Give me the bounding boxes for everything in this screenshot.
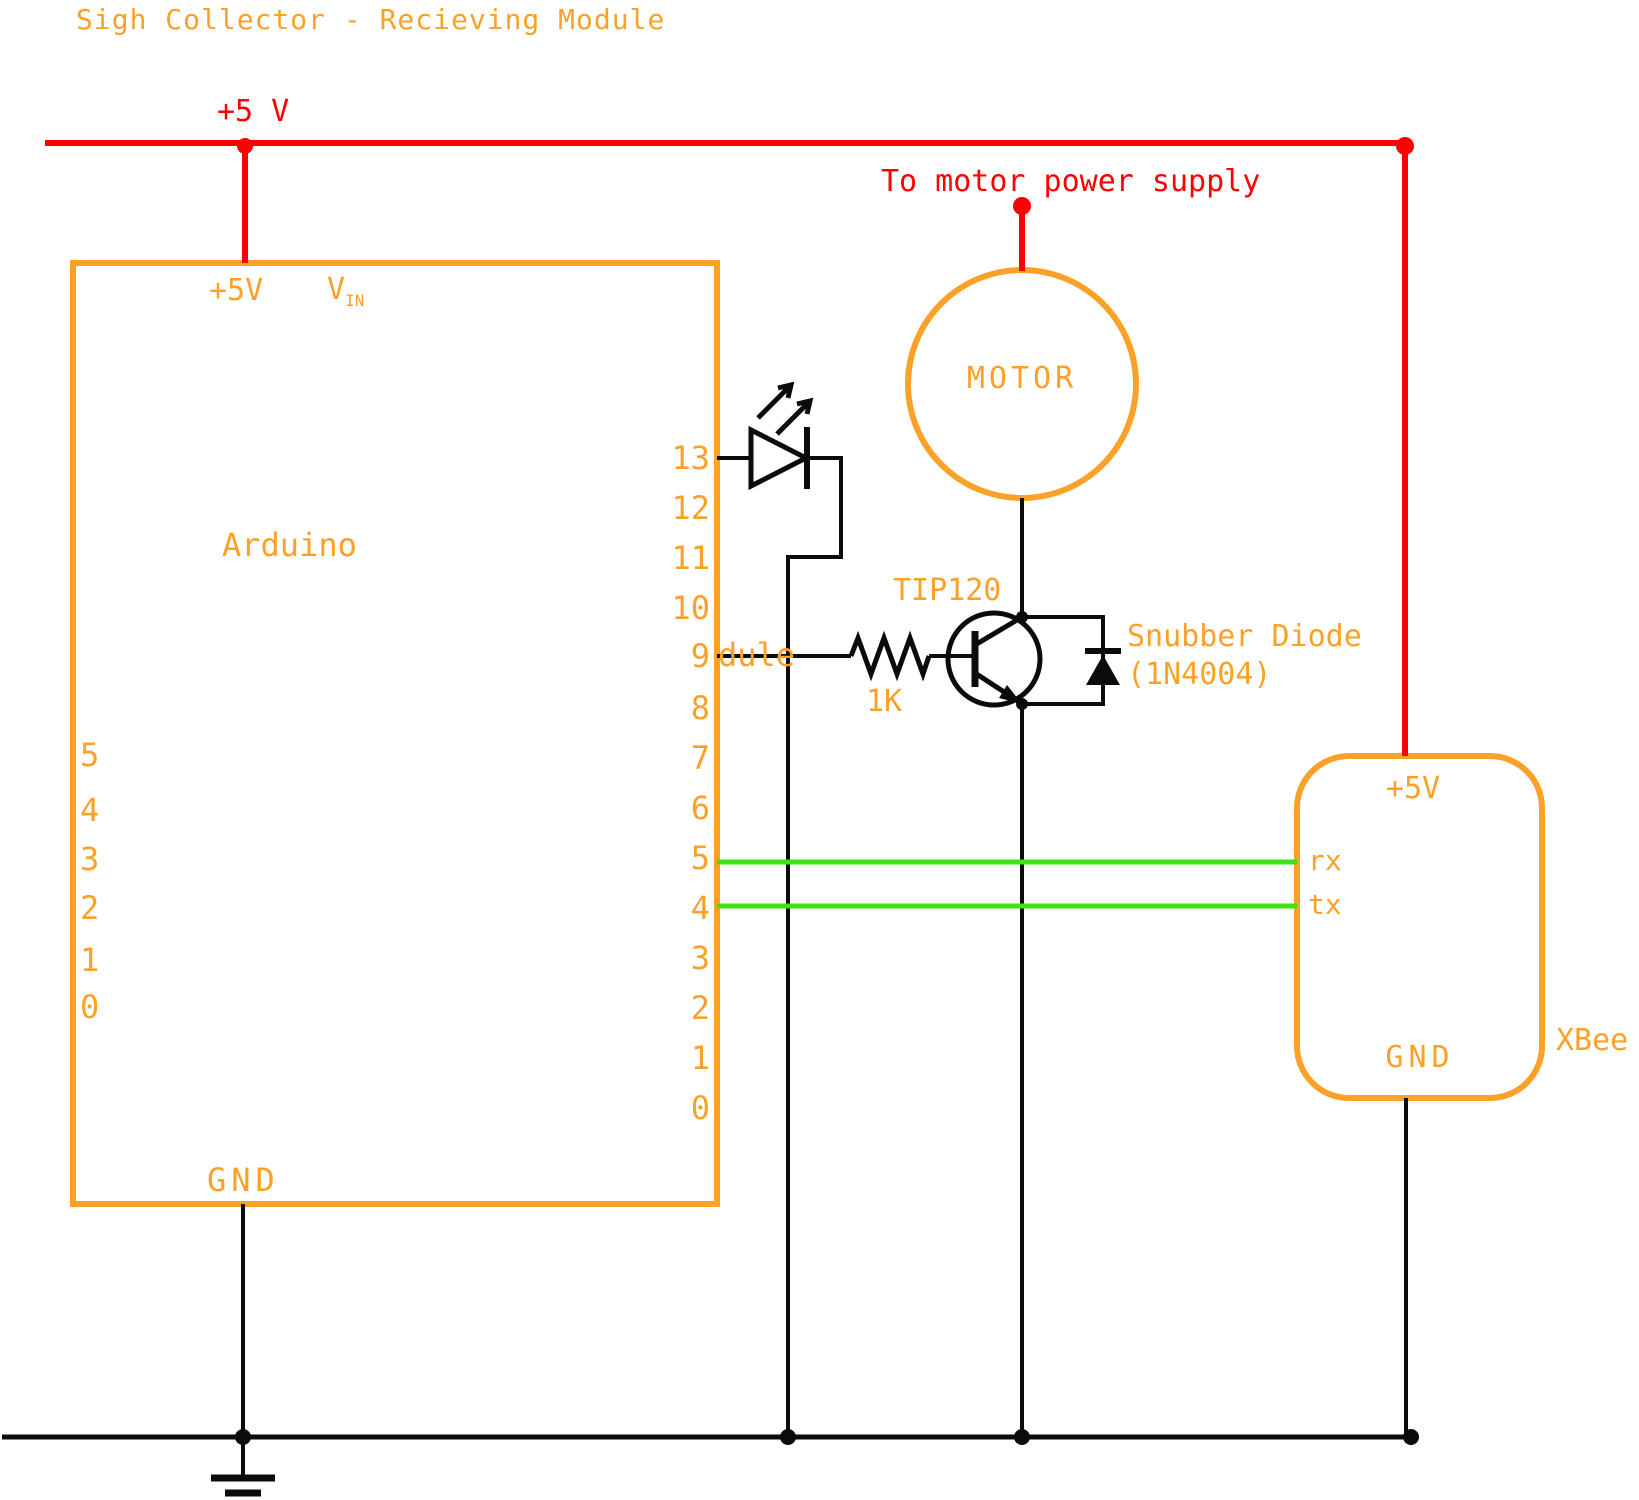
arduino-digital-pin-13: 13 [671, 439, 710, 477]
snubber-diode-label: Snubber Diode [1127, 619, 1362, 654]
resistor-symbol [848, 630, 932, 682]
power-dots [237, 137, 1414, 215]
arduino-digital-pin-3: 3 [690, 939, 710, 977]
xbee-rx-pin-label: rx [1308, 844, 1342, 877]
motor-supply-label: To motor power supply [881, 164, 1261, 199]
arduino-gnd-pin-label: GND [207, 1161, 280, 1199]
arduino-analog-pin-0: 0 [80, 988, 100, 1026]
arduino-digital-pin-1: 1 [690, 1039, 710, 1077]
arduino-digital-pin-11: 11 [671, 539, 710, 577]
arduino-analog-pin-3: 3 [80, 840, 100, 878]
junction-dots [235, 611, 1419, 1445]
stray-text-dule: dule [718, 636, 796, 674]
arduino-name-label: Arduino [222, 526, 357, 564]
arduino-analog-pin-5: 5 [80, 736, 100, 774]
arduino-digital-pin-9: 9 [690, 637, 710, 675]
arduino-analog-pin-1: 1 [80, 941, 100, 979]
arduino-digital-pin-4: 4 [690, 889, 710, 927]
black-wires [241, 456, 1408, 1477]
arduino-vin-base: V [327, 272, 346, 307]
arduino-digital-pin-6: 6 [690, 789, 710, 827]
arduino-analog-pin-2: 2 [80, 889, 100, 927]
xbee-5v-pin-label: +5V [1385, 771, 1441, 806]
arduino-digital-pin-2: 2 [690, 989, 710, 1027]
xbee-name-label: XBee [1556, 1023, 1629, 1058]
arduino-digital-pin-0: 0 [690, 1089, 710, 1127]
power-wires [45, 140, 1408, 756]
xbee-gnd-pin-label: GND [1385, 1040, 1455, 1075]
arduino-vin-subscript: IN [345, 291, 365, 310]
arduino-5v-pin-label: +5V [209, 273, 264, 308]
serial-wires [717, 859, 1297, 909]
arduino-digital-pin-7: 7 [690, 739, 710, 777]
led-symbol [748, 381, 814, 491]
arduino-digital-pin-12: 12 [671, 489, 710, 527]
arduino-digital-pin-10: 10 [671, 589, 710, 627]
transistor-symbol [945, 610, 1043, 708]
ground-symbol [211, 1474, 275, 1497]
xbee-tx-pin-label: tx [1308, 888, 1342, 921]
xbee-outline [1294, 753, 1545, 1101]
diagram-title: Sigh Collector - Recieving Module [76, 3, 666, 36]
snubber-diode-symbol [1085, 648, 1121, 685]
arduino-analog-pin-4: 4 [80, 791, 100, 829]
transistor-label: TIP120 [893, 573, 1002, 608]
resistor-value-label: 1K [866, 684, 903, 719]
power-rail-label: +5 V [217, 94, 290, 129]
arduino-digital-pin-5: 5 [690, 839, 710, 877]
snubber-diode-part-number: (1N4004) [1127, 657, 1272, 692]
arduino-vin-pin-label: VIN [327, 275, 364, 309]
motor-label: MOTOR [966, 361, 1078, 396]
arduino-digital-pin-8: 8 [690, 689, 710, 727]
arduino-outline [70, 260, 720, 1207]
